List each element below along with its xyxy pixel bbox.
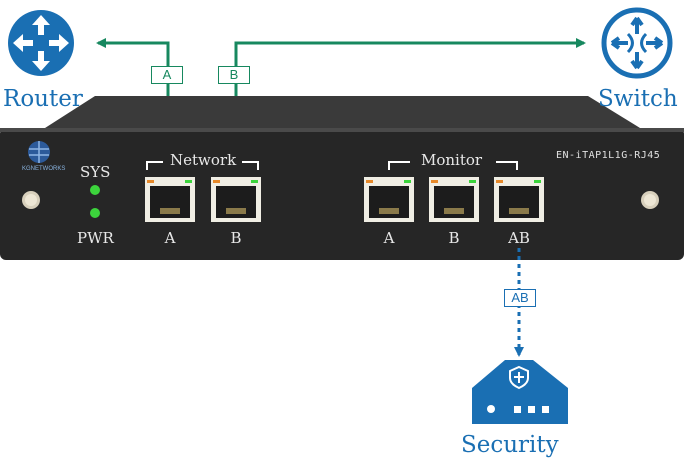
pwr-led — [90, 208, 100, 218]
sys-led — [90, 185, 100, 195]
port-monitor-b[interactable] — [429, 177, 479, 222]
port-monitor-a[interactable] — [364, 177, 414, 222]
brand-logo — [28, 141, 50, 163]
brand-name: KGNETWORKS — [22, 166, 66, 172]
router-label: Router — [3, 86, 83, 112]
pwr-label: PWR — [77, 229, 114, 247]
switch-icon — [601, 7, 673, 79]
port-network-a[interactable] — [145, 177, 195, 222]
switch-label: Switch — [598, 86, 678, 112]
port-monitor-ab[interactable] — [494, 177, 544, 222]
port-network-b[interactable] — [211, 177, 261, 222]
monitor-label: Monitor — [421, 151, 483, 169]
model-number: EN-iTAP1L1G-RJ45 — [556, 150, 661, 161]
monitor-port-b-label: B — [448, 229, 460, 247]
link-a-label: A — [151, 66, 183, 84]
network-port-b-label: B — [230, 229, 242, 247]
security-appliance-icon — [472, 360, 568, 424]
link-b-label: B — [218, 66, 250, 84]
link-ab-label: AB — [504, 289, 536, 307]
router-icon — [8, 10, 74, 76]
sys-label: SYS — [80, 163, 111, 181]
network-label: Network — [170, 151, 237, 169]
monitor-port-a-label: A — [383, 229, 395, 247]
security-label: Security — [461, 432, 559, 458]
network-port-a-label: A — [164, 229, 176, 247]
monitor-port-ab-label: AB — [508, 229, 530, 247]
